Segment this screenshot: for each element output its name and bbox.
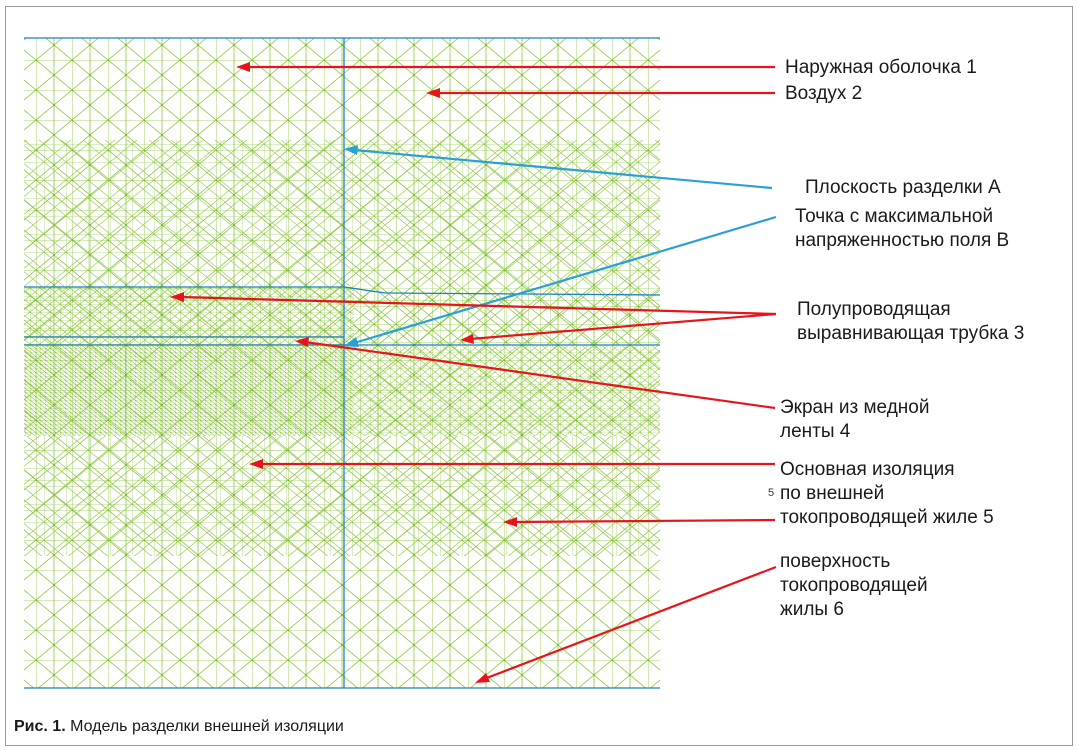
- caption-text: Модель разделки внешней изоляции: [65, 718, 344, 735]
- label-air: Воздух 2: [785, 83, 863, 104]
- label-max-field-point: Точка с максимальной напряженностью поля…: [795, 206, 1010, 251]
- figure-border: [5, 6, 1073, 746]
- stray-mark: 5: [768, 487, 775, 499]
- figure-caption: Рис. 1. Модель разделки внешней изоляции: [14, 718, 344, 736]
- geometry-lines: [24, 37, 661, 689]
- label-main-insulation: Основная изоляция по внешней токопроводя…: [780, 459, 994, 528]
- caption-prefix: Рис. 1.: [14, 718, 66, 735]
- label-outer-shell: Наружная оболочка 1: [785, 57, 977, 78]
- callout-arrows: [170, 62, 777, 683]
- label-copper-screen: Экран из медной ленты 4: [780, 397, 930, 442]
- label-conductor-surface: поверхность токопроводящей жилы 6: [780, 551, 928, 620]
- label-semiconducting-tube: Полупроводящая выравнивающая трубка 3: [797, 299, 1025, 344]
- label-cut-plane: Плоскость разделки А: [805, 177, 1001, 198]
- finite-element-mesh: [24, 38, 660, 688]
